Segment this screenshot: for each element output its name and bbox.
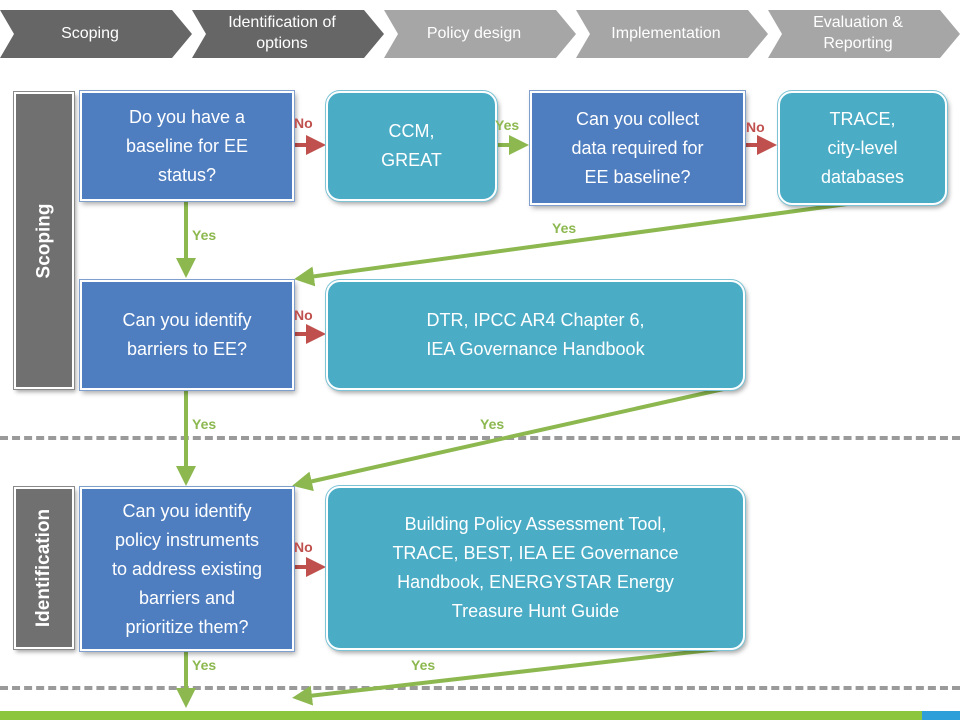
edge-label-yes: Yes [480,416,505,432]
process-step-policy-design: Policy design [384,10,576,58]
phase-bar-scoping: Scoping [14,92,74,389]
process-step-scoping: Scoping [0,10,192,58]
process-step-label: Policy design [426,24,522,42]
edge-label-no: No [294,539,313,555]
edge-label-no: No [294,307,313,323]
phase-divider [0,686,960,690]
tool-ccm-great: CCM, GREAT [326,91,497,201]
question-baseline: Do you have a baseline for EE status? [80,91,294,201]
phase-divider [0,436,960,440]
edge-label-yes: Yes [192,227,217,243]
edge-label-no: No [746,119,765,135]
question-barriers: Can you identify barriers to EE? [80,280,294,390]
process-step-label: Scoping [61,24,119,42]
process-step-implementation: Implementation [576,10,768,58]
edge-label-yes: Yes [495,117,520,133]
edge-label-no: No [294,115,313,131]
edge-label-yes: Yes [192,416,217,432]
edge-label-yes: Yes [192,657,217,673]
tool-dtr-ipcc: DTR, IPCC AR4 Chapter 6, IEA Governance … [326,280,745,390]
yes-arrow [294,200,863,287]
process-step-label: Evaluation & Reporting [813,14,903,52]
process-step-label: Identification of options [228,14,336,52]
yes-arrow [292,646,729,706]
edge-label-yes: Yes [411,657,436,673]
yes-arrow [292,386,729,492]
process-step-identification: Identification of options [192,10,384,58]
tool-building-policy: Building Policy Assessment Tool, TRACE, … [326,486,745,650]
footer-accent [922,711,960,720]
footer-bar [0,711,922,720]
tool-trace: TRACE, city-level databases [778,91,947,205]
question-collect-data: Can you collect data required for EE bas… [530,91,745,205]
phase-bar-identification: Identification [14,487,74,649]
process-step-evaluation: Evaluation & Reporting [768,10,960,58]
question-instruments: Can you identify policy instruments to a… [80,487,294,651]
process-step-label: Implementation [611,24,721,42]
edge-label-yes: Yes [552,220,577,236]
